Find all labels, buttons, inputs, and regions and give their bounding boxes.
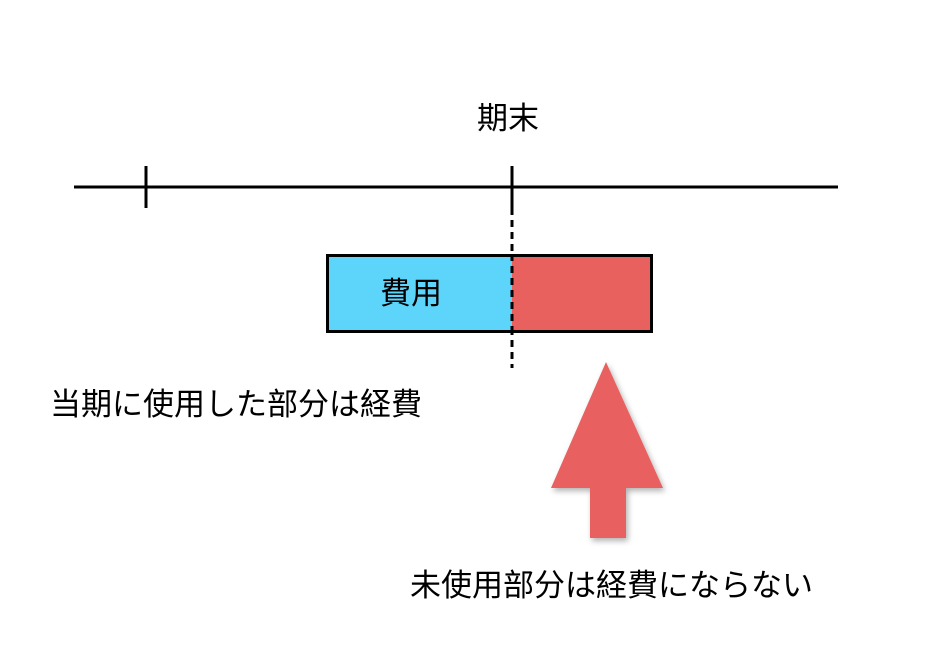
unused-portion-caption: 未使用部分は経費にならない: [410, 568, 813, 604]
used-portion-caption: 当期に使用した部分は経費: [50, 387, 422, 423]
period-end-label: 期末: [477, 101, 539, 137]
expense-bar-unused-segment: [512, 254, 653, 333]
up-arrow-icon: [551, 362, 663, 538]
expense-bar-used-segment: [326, 254, 514, 333]
expense-bar-label: 費用: [380, 276, 442, 312]
